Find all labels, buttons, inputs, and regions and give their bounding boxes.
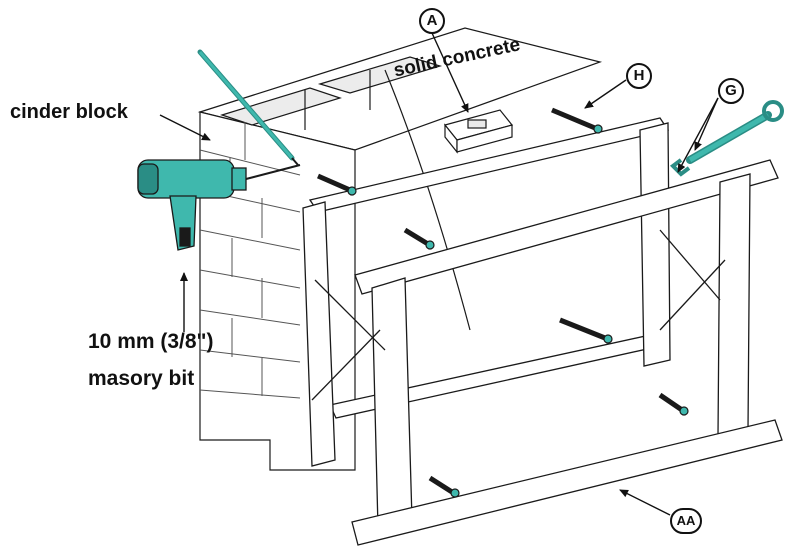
bit-type-label: masory bit xyxy=(88,367,195,390)
pencil-icon xyxy=(197,49,299,166)
wall-mount-frame xyxy=(302,117,783,546)
level-icon xyxy=(443,109,514,154)
cinder-block-label: cinder block xyxy=(10,101,128,123)
callout-a: A xyxy=(419,8,445,34)
bit-size-label: 10 mm (3/8") xyxy=(88,330,214,353)
callout-g: G xyxy=(718,78,744,104)
leader-arrows xyxy=(159,32,719,516)
drill-icon xyxy=(137,159,301,251)
anchor-bolt-icon xyxy=(316,107,689,498)
callout-aa: AA xyxy=(670,508,702,534)
callout-h: H xyxy=(626,63,652,89)
